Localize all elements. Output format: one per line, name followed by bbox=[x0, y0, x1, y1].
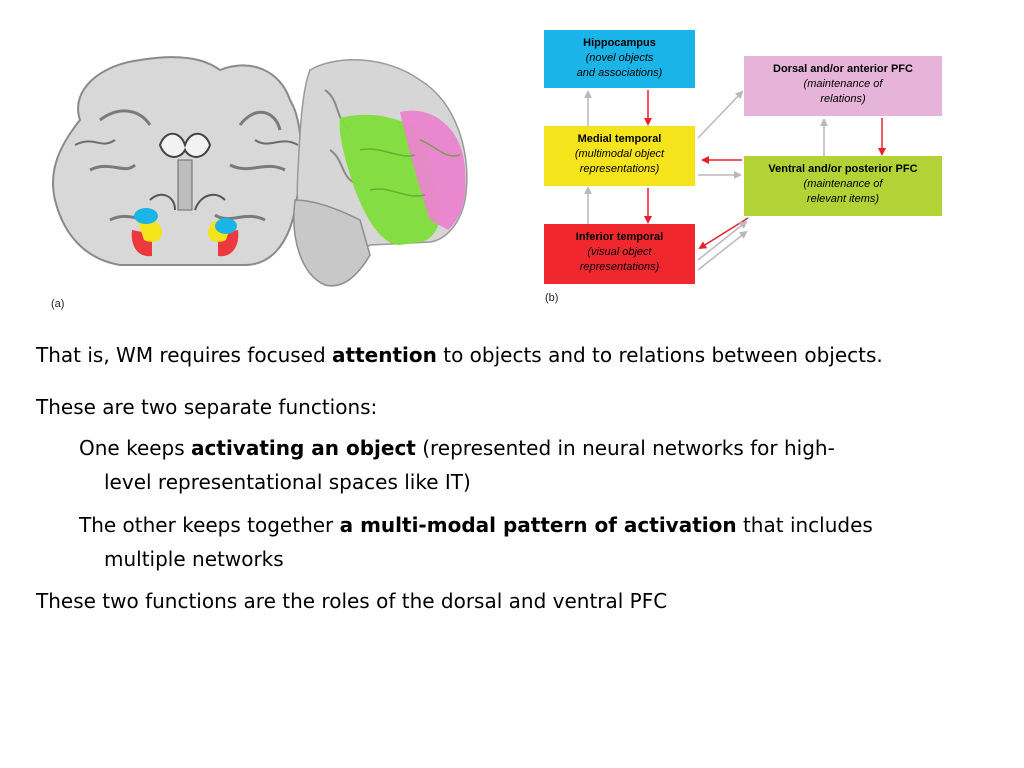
p3-bold: activating an object bbox=[191, 436, 416, 460]
medial-temporal-desc-1: (multimodal object bbox=[574, 148, 665, 160]
dorsal-pfc-title: Dorsal and/or anterior PFC bbox=[773, 63, 913, 75]
p4-text-d: multiple networks bbox=[104, 547, 284, 571]
medial-temporal-box: Medial temporal (multimodal object repre… bbox=[544, 126, 695, 186]
bullet-activating-object-line2: level representational spaces like IT) bbox=[104, 470, 471, 494]
p1-text-a: That is, WM requires focused bbox=[36, 343, 333, 367]
inferior-temporal-box: Inferior temporal (visual object represe… bbox=[544, 224, 695, 284]
ventral-pfc-title: Ventral and/or posterior PFC bbox=[768, 163, 918, 175]
medial-temporal-desc-2: representations) bbox=[579, 163, 660, 175]
hippocampus-desc-1: (novel objects bbox=[585, 52, 654, 64]
bullet-multimodal-pattern: The other keeps together a multi-modal p… bbox=[79, 513, 873, 537]
p3-text-c: (represented in neural networks for high… bbox=[415, 436, 835, 460]
dorsal-pfc-box: Dorsal and/or anterior PFC (maintenance … bbox=[744, 56, 942, 116]
coronal-slice-image bbox=[51, 56, 302, 266]
hippocampus-title: Hippocampus bbox=[583, 37, 656, 49]
brain-images-panel bbox=[51, 56, 468, 287]
paragraph-wm-attention: That is, WM requires focused attention t… bbox=[36, 343, 883, 367]
p4-text-a: The other keeps together bbox=[79, 513, 340, 537]
ventral-pfc-box: Ventral and/or posterior PFC (maintenanc… bbox=[744, 156, 942, 216]
p4-text-c: that includes bbox=[736, 513, 873, 537]
p5-text: These two functions are the roles of the… bbox=[36, 589, 668, 613]
panel-b-label: (b) bbox=[545, 292, 559, 304]
arrow-it-to-vpfc-2 bbox=[697, 230, 748, 271]
hippocampus-desc-2: and associations) bbox=[576, 67, 663, 79]
arrow-vpfc-to-it bbox=[698, 217, 749, 250]
inferior-temporal-desc-2: representations) bbox=[579, 261, 660, 273]
dorsal-pfc-desc-1: (maintenance of bbox=[803, 78, 883, 90]
p4-bold: a multi-modal pattern of activation bbox=[339, 513, 737, 537]
p3-text-a: One keeps bbox=[79, 436, 192, 460]
ventral-pfc-desc-1: (maintenance of bbox=[803, 178, 883, 190]
paragraph-two-functions: These are two separate functions: bbox=[36, 395, 377, 419]
paragraph-pfc-roles: These two functions are the roles of the… bbox=[36, 589, 667, 613]
hippocampus-box: Hippocampus (novel objects and associati… bbox=[544, 30, 695, 88]
panel-a-label: (a) bbox=[51, 298, 65, 310]
p1-text-c: to objects and to relations between obje… bbox=[436, 343, 883, 367]
inferior-temporal-desc-1: (visual object bbox=[587, 246, 652, 258]
inferior-temporal-title: Inferior temporal bbox=[575, 231, 664, 243]
ventral-pfc-desc-2: relevant items) bbox=[806, 193, 880, 205]
arrow-it-to-vpfc-1 bbox=[697, 220, 748, 261]
bullet-multimodal-pattern-line2: multiple networks bbox=[104, 547, 284, 571]
bullet-activating-object: One keeps activating an object (represen… bbox=[79, 436, 835, 460]
p3-text-d: level representational spaces like IT) bbox=[104, 470, 471, 494]
p1-bold-attention: attention bbox=[332, 343, 437, 367]
connectivity-diagram bbox=[584, 90, 886, 271]
lateral-brain-image bbox=[293, 59, 468, 287]
medial-temporal-title: Medial temporal bbox=[577, 133, 662, 145]
p2-text: These are two separate functions: bbox=[36, 395, 378, 419]
dorsal-pfc-desc-2: relations) bbox=[820, 93, 866, 105]
arrow-mt-to-dpfc bbox=[697, 90, 744, 139]
